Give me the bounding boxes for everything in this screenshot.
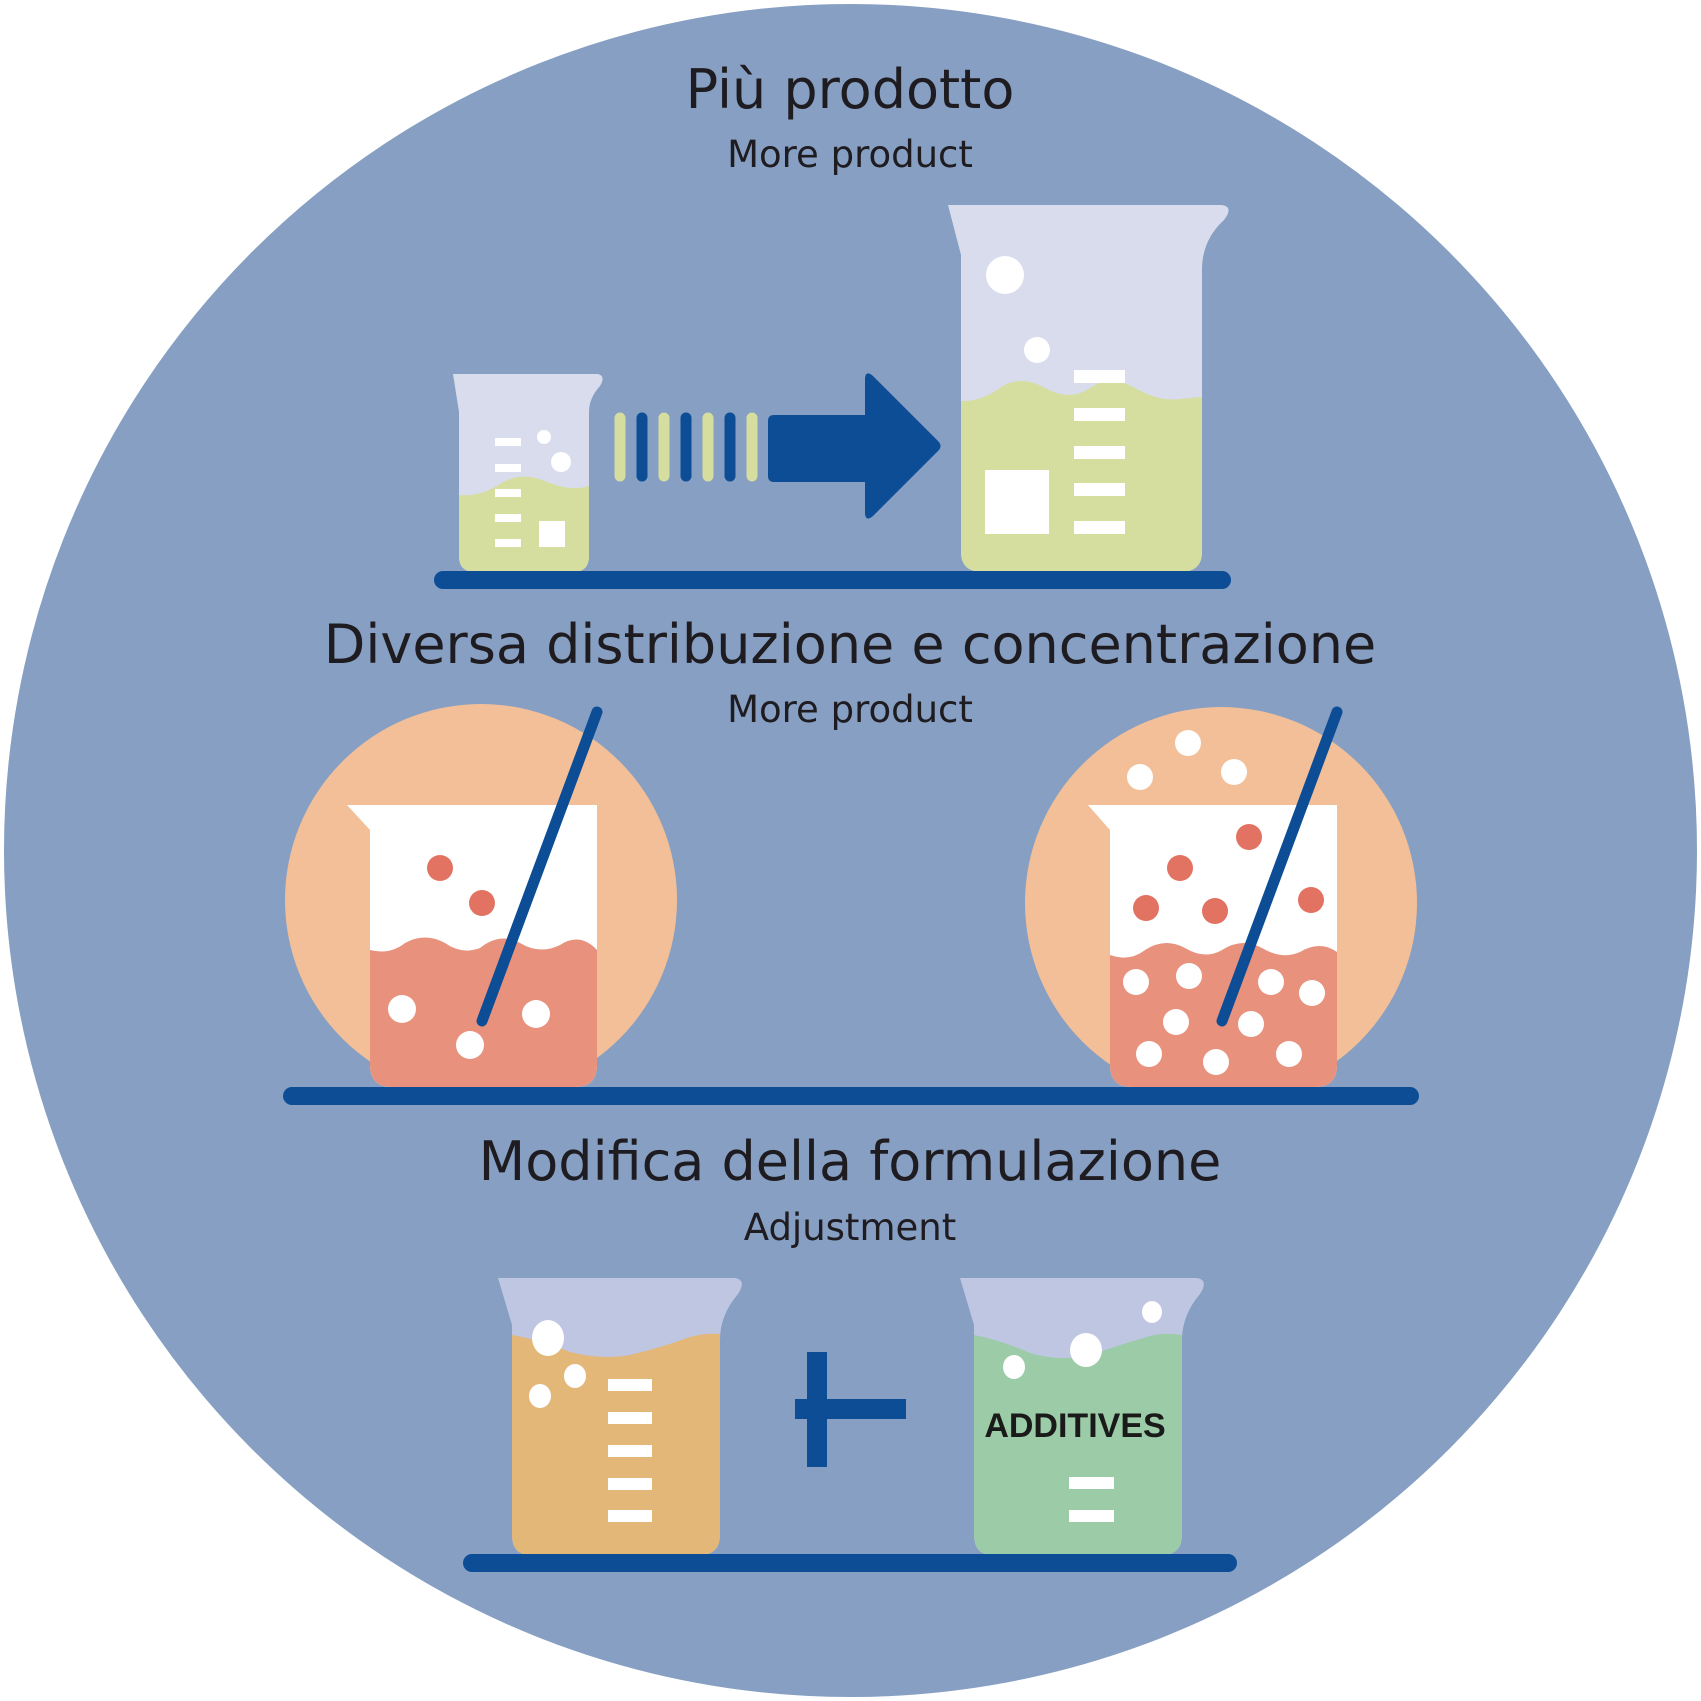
additives-beaker-icon: ADDITIVES bbox=[960, 1278, 1204, 1555]
section-1-title: Più prodotto bbox=[686, 58, 1015, 121]
additives-label: ADDITIVES bbox=[984, 1407, 1165, 1445]
section-3-title: Modifica della formulazione bbox=[479, 1130, 1222, 1193]
motion-stripes bbox=[614, 412, 758, 482]
base-product-beaker-icon bbox=[498, 1278, 742, 1555]
section-formulation-adjustment: Modifica della formulazione Adjustment bbox=[463, 1130, 1237, 1572]
low-concentration-beaker-icon bbox=[285, 704, 677, 1096]
stirring-rod-icon bbox=[476, 706, 603, 1027]
section-3-subtitle: Adjustment bbox=[744, 1206, 956, 1249]
stirring-rod-icon bbox=[1216, 706, 1343, 1027]
section-more-product: Più prodotto More product bbox=[434, 58, 1231, 589]
small-beaker-icon bbox=[453, 374, 603, 572]
section-2-subtitle: More product bbox=[727, 688, 973, 731]
plus-icon bbox=[795, 1352, 906, 1467]
section-2-title: Diversa distribuzione e concentrazione bbox=[324, 613, 1376, 676]
right-arrow-icon bbox=[768, 373, 941, 519]
section-1-subtitle: More product bbox=[727, 133, 973, 176]
section-distribution-concentration: Diversa distribuzione e concentrazione M… bbox=[283, 613, 1419, 1105]
large-beaker-icon bbox=[948, 205, 1229, 572]
high-concentration-beaker-icon bbox=[1025, 706, 1417, 1099]
